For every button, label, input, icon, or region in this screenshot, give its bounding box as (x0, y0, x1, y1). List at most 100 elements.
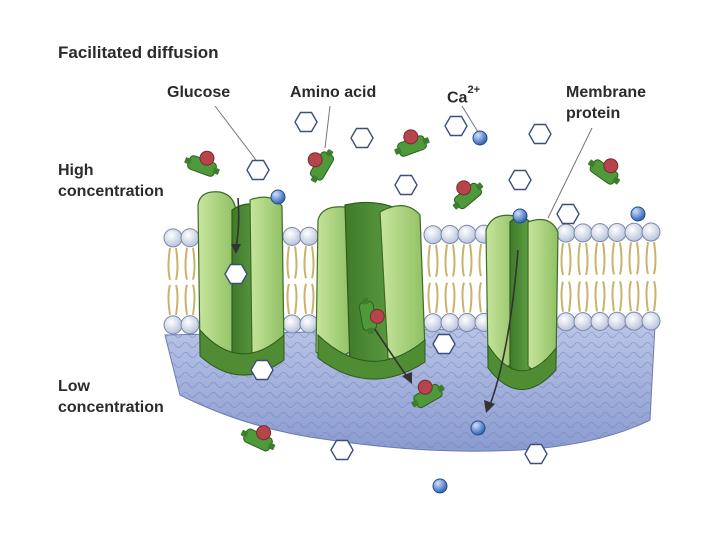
lipid-head (180, 228, 200, 248)
lipid-tail (435, 282, 439, 313)
lipid-tail (452, 244, 456, 277)
lipid-tail (435, 244, 439, 277)
lipid-tail (560, 242, 564, 276)
glucose-molecule (508, 169, 532, 191)
lipid-tail (427, 244, 431, 277)
lipid-tail (286, 246, 290, 279)
lipid-tail (303, 246, 307, 279)
amino-arrowhead (402, 372, 412, 384)
lipid-tail (444, 244, 448, 277)
lipid-tail (577, 281, 581, 312)
lipid-tail (568, 281, 572, 312)
amino-acid-molecules (184, 129, 621, 452)
lipid-tail (585, 242, 589, 276)
lipid-tail (461, 244, 465, 277)
membrane-protein-label-line1: Membrane (566, 84, 647, 101)
amino-acid-label: Amino acid (290, 84, 377, 101)
amino-acid-molecule (587, 158, 621, 185)
lipid-tail (175, 284, 179, 316)
lipid-head (573, 223, 593, 243)
lipid-tail (628, 242, 632, 275)
lipid-tail (611, 242, 615, 275)
lipid-tail (444, 282, 448, 313)
lipid-tail (653, 241, 657, 275)
lipid-tail (167, 284, 171, 316)
lipid-tail (469, 282, 473, 313)
calcium-ion (472, 130, 488, 146)
lipid-tail (568, 242, 572, 276)
lipid-head (440, 225, 460, 245)
lipid-tail (602, 242, 606, 275)
lipid-tail (427, 282, 431, 313)
calcium-label: Ca2+ (447, 82, 480, 109)
lipid-tail (636, 280, 640, 312)
membrane-protein-amino (315, 201, 426, 380)
glucose-arrowhead (231, 244, 241, 254)
calcium-ion (470, 420, 486, 436)
lipid-tail (469, 244, 473, 277)
glucose-label: Glucose (167, 84, 231, 101)
lipid-tail (294, 283, 298, 315)
lipid-tail (577, 242, 581, 276)
membrane-protein-leader-line (547, 127, 593, 219)
lipid-head (624, 311, 644, 331)
lipid-tail (303, 283, 307, 314)
glucose-molecule (394, 174, 418, 196)
glucose-leader-line (214, 105, 257, 161)
lipid-tail (478, 243, 482, 277)
lipid-head (440, 313, 460, 333)
lipid-tail (602, 281, 606, 312)
lipid-tail (560, 281, 564, 312)
lipid-head (299, 314, 319, 334)
glucose-molecule (250, 359, 274, 381)
glucose-molecule (246, 159, 270, 181)
lipid-tail (611, 281, 615, 312)
lipid-tail (619, 242, 623, 275)
lipid-head (641, 311, 661, 331)
lipid-tail (636, 242, 640, 275)
calcium-ion (432, 478, 448, 494)
lipid-tail (452, 282, 456, 313)
lipid-head (423, 313, 443, 333)
lipid-head (607, 311, 627, 331)
lipid-head (641, 222, 661, 242)
lipid-tail (311, 283, 315, 314)
glucose-molecule (444, 115, 468, 137)
lipid-tail (585, 281, 589, 312)
amino-acid-molecule (394, 129, 430, 157)
leader-lines (214, 105, 593, 219)
lipid-tail (184, 284, 188, 315)
amino-acid-molecule (240, 425, 276, 452)
lipid-head (163, 315, 183, 335)
glucose-molecule (432, 333, 456, 355)
calcium-ion (512, 208, 528, 224)
glucose-molecule (528, 123, 552, 145)
diagram-title: Facilitated diffusion (58, 43, 219, 62)
calcium-label-base: Ca (447, 89, 468, 107)
glucose-molecule (294, 111, 318, 133)
calcium-label-charge: 2+ (467, 84, 480, 96)
low-concentration-label-line2: concentration (58, 399, 164, 416)
lipid-head (573, 312, 593, 332)
membrane-protein-label-line2: protein (566, 105, 621, 122)
lipid-head (590, 311, 610, 331)
glucose-molecule (556, 203, 580, 225)
lipid-head (590, 223, 610, 243)
lipid-head (180, 315, 200, 335)
calcium-ion (270, 189, 286, 205)
lipid-head (299, 226, 319, 246)
lipid-tail (167, 247, 171, 281)
lipid-tail (311, 246, 315, 279)
lipid-tail (628, 280, 632, 312)
lipid-tail (294, 246, 298, 279)
lipid-tail (619, 281, 623, 312)
lipid-tail (645, 280, 649, 312)
lipid-head (457, 224, 477, 244)
lipid-tail (175, 247, 179, 281)
glucose-molecule (524, 443, 548, 465)
calcium-ions (270, 130, 646, 494)
lipid-tail (184, 247, 188, 280)
amino-acid-molecule (184, 150, 220, 177)
